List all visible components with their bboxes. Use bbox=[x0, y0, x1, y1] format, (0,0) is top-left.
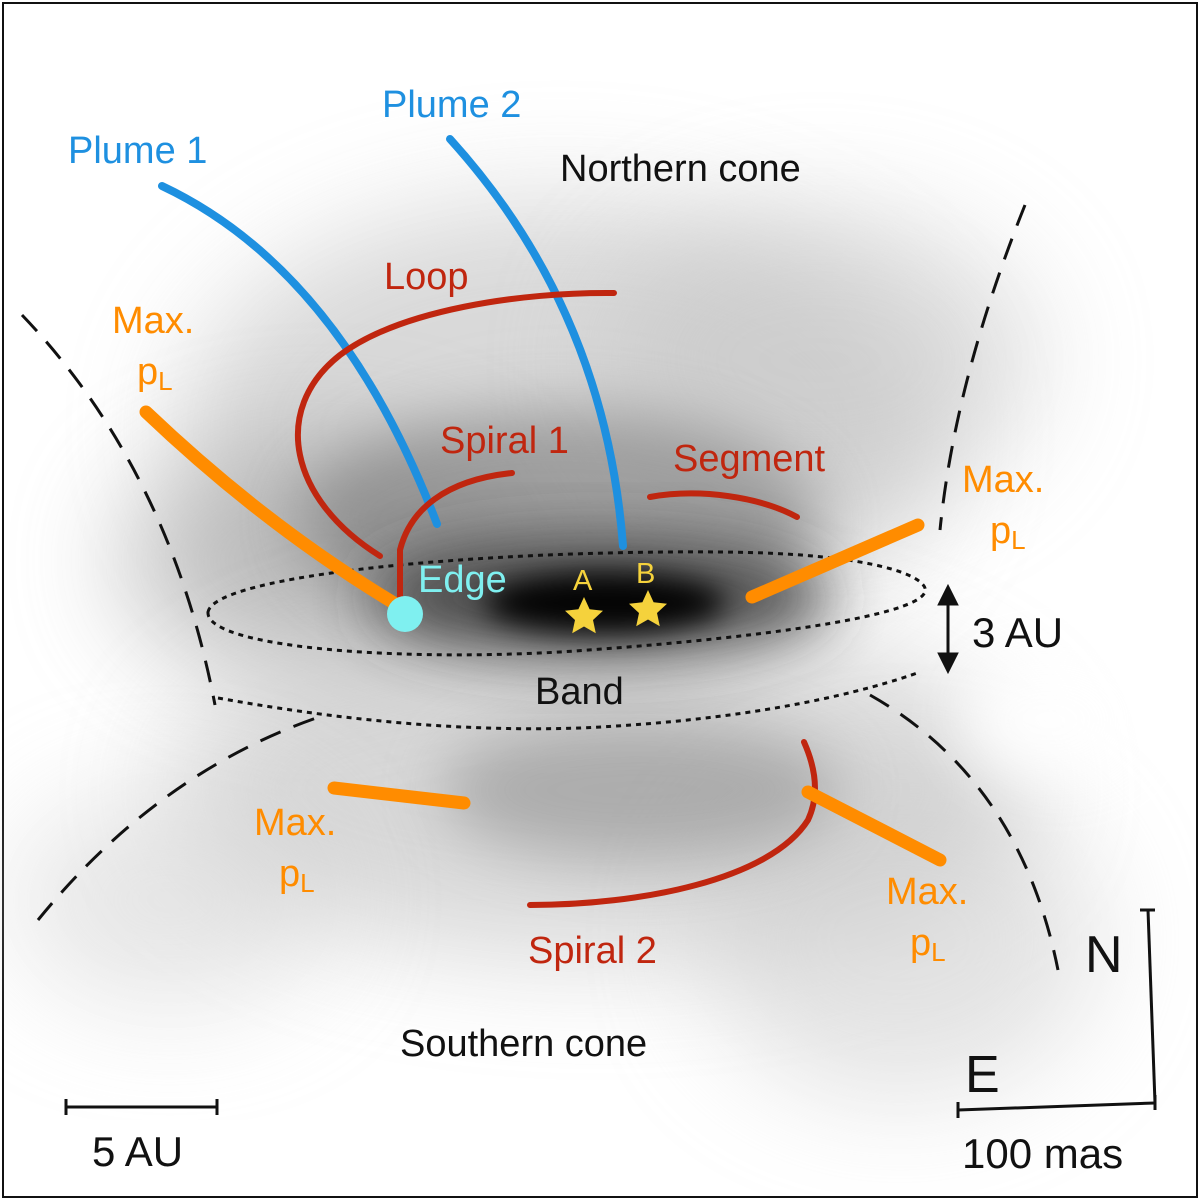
plume-2-line bbox=[446, 135, 627, 550]
star-b-icon bbox=[629, 590, 667, 627]
compass-axes bbox=[956, 908, 1157, 1118]
pl-base: p bbox=[279, 853, 300, 895]
max-pl-label-nw: Max. pL bbox=[112, 300, 194, 396]
spiral-1-label: Spiral 1 bbox=[440, 420, 569, 462]
plume-2-label: Plume 2 bbox=[382, 84, 521, 126]
pl-sub: L bbox=[158, 366, 172, 396]
max-pl-label-sw: Max. pL bbox=[254, 802, 336, 898]
cone-boundary-sw bbox=[36, 713, 326, 921]
loop-line bbox=[294, 289, 617, 559]
pl-base: p bbox=[910, 922, 931, 964]
max-label: Max. bbox=[886, 871, 968, 913]
svg-text:pL: pL bbox=[990, 510, 1026, 555]
compass-north-label: N bbox=[1085, 926, 1123, 984]
plume-1-label: Plume 1 bbox=[68, 130, 207, 172]
star-b-label: B bbox=[636, 558, 655, 590]
pl-base: p bbox=[137, 351, 158, 393]
compass-north-line bbox=[1146, 909, 1157, 1104]
segment-line bbox=[647, 490, 800, 520]
max-label: Max. bbox=[962, 459, 1044, 501]
nebula-emission bbox=[10, 200, 1140, 1100]
spiral-1-line bbox=[397, 470, 515, 615]
thickness-label: 3 AU bbox=[972, 609, 1063, 656]
max-pl-bar-sw bbox=[327, 781, 471, 810]
edge-label: Edge bbox=[418, 559, 507, 601]
star-a-label: A bbox=[573, 565, 593, 597]
max-pl-bar-se bbox=[801, 785, 947, 867]
torus-top-ellipse bbox=[206, 550, 927, 657]
thickness-arrow bbox=[937, 583, 959, 675]
max-pl-bar-nw bbox=[139, 405, 411, 616]
svg-text:pL: pL bbox=[279, 853, 315, 898]
spiral-2-label: Spiral 2 bbox=[528, 930, 657, 972]
band-label: Band bbox=[535, 671, 624, 713]
max-label: Max. bbox=[112, 300, 194, 342]
northern-cone-label: Northern cone bbox=[560, 148, 801, 190]
star-a-icon bbox=[565, 597, 603, 634]
pl-base: p bbox=[990, 510, 1011, 552]
pl-sub: L bbox=[300, 868, 314, 898]
red-structures bbox=[294, 289, 818, 908]
binary-stars bbox=[565, 590, 667, 634]
plume-1-line bbox=[158, 182, 441, 528]
angular-scale-label: 100 mas bbox=[962, 1130, 1123, 1177]
spiral-2-line bbox=[527, 739, 818, 908]
scale-bar-label: 5 AU bbox=[92, 1128, 183, 1175]
cone-boundary-ne bbox=[938, 204, 1027, 531]
loop-label: Loop bbox=[384, 256, 469, 298]
segment-label: Segment bbox=[673, 438, 826, 480]
svg-text:pL: pL bbox=[910, 922, 946, 967]
svg-text:pL: pL bbox=[137, 351, 173, 396]
compass-east-label: E bbox=[965, 1046, 1000, 1104]
max-label: Max. bbox=[254, 802, 336, 844]
plumes bbox=[158, 135, 627, 550]
pl-sub: L bbox=[1011, 525, 1025, 555]
southern-cone-label: Southern cone bbox=[400, 1023, 647, 1065]
max-pl-label-ne: Max. pL bbox=[962, 459, 1044, 555]
cone-boundary-nw bbox=[20, 313, 217, 706]
torus-bottom-rim bbox=[217, 670, 921, 731]
max-pl-bar-ne bbox=[745, 518, 925, 604]
edge-marker bbox=[387, 596, 423, 632]
pl-sub: L bbox=[931, 937, 945, 967]
max-pl-label-se: Max. pL bbox=[886, 871, 968, 967]
cone-boundaries bbox=[20, 204, 1060, 971]
max-pl-bars bbox=[139, 405, 947, 867]
compass-east-line bbox=[957, 1101, 1156, 1112]
cone-boundary-se bbox=[869, 693, 1060, 971]
torus-outline bbox=[206, 550, 927, 731]
scale-bar-5au bbox=[64, 1099, 219, 1115]
